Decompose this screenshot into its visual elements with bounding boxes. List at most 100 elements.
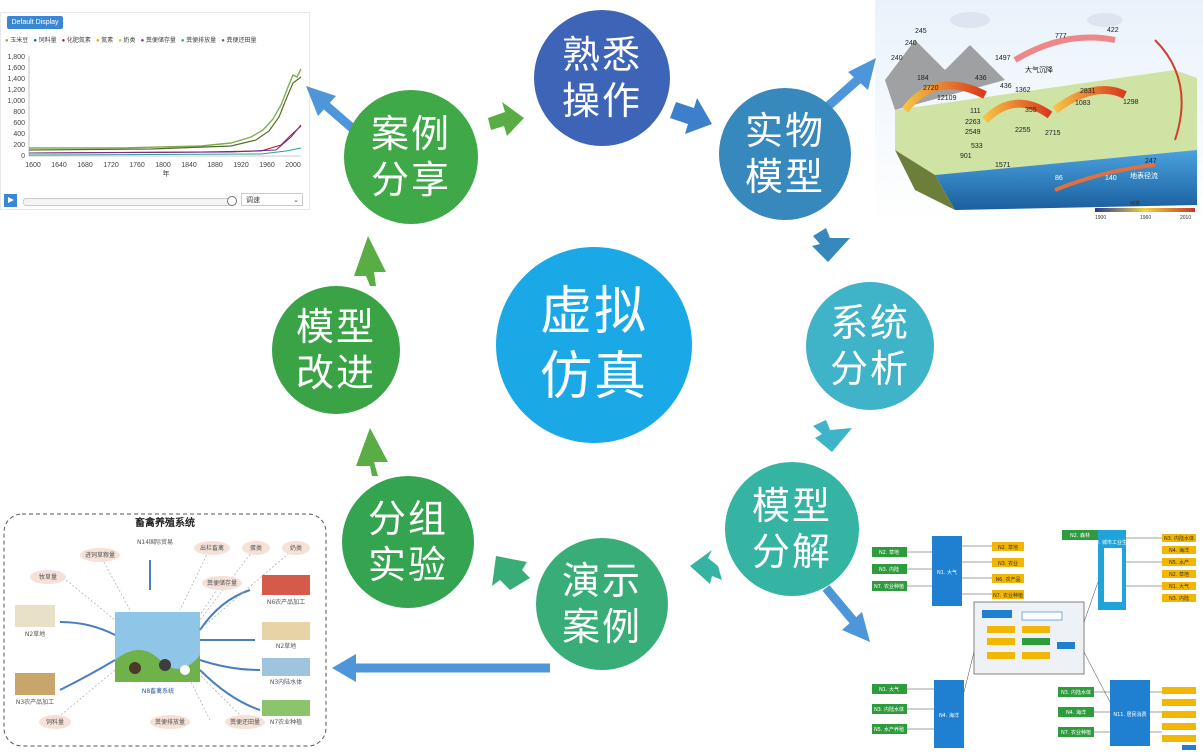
y-tick: 0 bbox=[21, 153, 25, 160]
y-tick: 1,200 bbox=[7, 87, 25, 94]
flow-thumbnail: N2. 草地 N3. 内陆 N7. 农业种植 N1. 大气 N3. 内陆水体 N… bbox=[862, 522, 1203, 750]
pointer-arrow bbox=[823, 72, 865, 112]
flow-node: N3. 内陆水体 bbox=[874, 706, 904, 713]
cycle-arrow bbox=[812, 228, 850, 262]
flux-label: 大气沉降 bbox=[1025, 65, 1053, 74]
y-tick: 1,800 bbox=[7, 54, 25, 61]
node-label: N3农产品加工 bbox=[16, 698, 54, 706]
flux-value: 436 bbox=[975, 75, 987, 82]
flux-value: 1571 bbox=[995, 162, 1011, 169]
x-tick: 2000 bbox=[285, 162, 301, 169]
flux-value: 2831 bbox=[1080, 88, 1096, 95]
step-case-share: 案例 分享 bbox=[344, 90, 478, 224]
cycle-arrow bbox=[670, 98, 712, 134]
step-label: 分组 实验 bbox=[367, 496, 448, 587]
flux-value: 240 bbox=[891, 55, 903, 62]
x-tick: 1960 bbox=[259, 162, 275, 169]
y-tick: 600 bbox=[13, 120, 25, 127]
x-tick: 1600 bbox=[25, 162, 41, 169]
pointer-arrow-head bbox=[848, 58, 876, 90]
bubble-label: 出栏畜禽 bbox=[200, 544, 224, 552]
y-tick: 800 bbox=[13, 109, 25, 116]
cycle-arrow bbox=[813, 420, 852, 452]
flux-value: 1298 bbox=[1123, 99, 1139, 106]
flux-value: 436 bbox=[1000, 83, 1012, 90]
flux-value: 2715 bbox=[1045, 130, 1061, 137]
legend-item: ● 氮素 bbox=[95, 38, 114, 44]
trade-node: N14国际贸易 bbox=[137, 538, 173, 546]
flux-arrow bbox=[1013, 34, 1116, 63]
node-label: N6农产品加工 bbox=[267, 598, 305, 606]
legend-tick: 1960 bbox=[1140, 215, 1151, 221]
flow-node: N6. 农产品 bbox=[995, 576, 1020, 583]
flow-node: N2. 草地 bbox=[998, 544, 1018, 551]
node-label: N3内陆水体 bbox=[270, 678, 302, 686]
slider-handle[interactable] bbox=[227, 196, 237, 206]
chart-legend: ● 玉米豆 ● 饲料量 ● 化肥氮素 ● 氮素 ● 奶类 ● 粪便储存量 ● 粪… bbox=[5, 35, 305, 45]
flow-node: N1. 大气 bbox=[937, 569, 957, 576]
cycle-arrow bbox=[356, 428, 388, 476]
y-tick: 1,000 bbox=[7, 98, 25, 105]
flux-arrow bbox=[1054, 163, 1156, 192]
x-tick: 1840 bbox=[181, 162, 197, 169]
y-tick: 1,400 bbox=[7, 76, 25, 83]
step-label: 案例 分享 bbox=[370, 111, 451, 202]
livestock-center-label: N8畜禽系统 bbox=[142, 687, 174, 695]
landscape-thumbnail: 245 240 240 777 422 1497 大气沉降 184 2720 4… bbox=[875, 0, 1203, 222]
step-label: 演示 案例 bbox=[561, 558, 642, 649]
legend-item: ● 化肥氮素 bbox=[61, 38, 91, 44]
flux-value: 1083 bbox=[1075, 100, 1091, 107]
series-line bbox=[29, 68, 302, 149]
flux-value: 777 bbox=[1055, 33, 1067, 40]
legend-gradient bbox=[1095, 208, 1195, 212]
step-label: 系统 分析 bbox=[829, 300, 910, 391]
legend-item: ● 饲料量 bbox=[33, 38, 57, 44]
flux-value: 140 bbox=[1105, 175, 1117, 182]
y-tick: 1,600 bbox=[7, 65, 25, 72]
legend-tick: 2010 bbox=[1180, 215, 1191, 221]
step-demo-case: 演示 案例 bbox=[536, 538, 668, 670]
flux-value: 1497 bbox=[995, 55, 1011, 62]
flow-node: N4. 海洋 bbox=[939, 712, 959, 719]
step-decompose: 模型 分解 bbox=[725, 462, 859, 596]
flux-value: 86 bbox=[1055, 175, 1063, 182]
play-button[interactable] bbox=[4, 194, 17, 207]
step-label: 熟悉 操作 bbox=[561, 32, 642, 123]
flow-node: N4. 海洋 bbox=[1066, 709, 1086, 716]
node-label: N7农业种植 bbox=[270, 718, 302, 726]
flux-value: 2255 bbox=[1015, 127, 1031, 134]
flow-node: N2. 森林 bbox=[1070, 532, 1090, 539]
default-display-button[interactable]: Default Display bbox=[7, 16, 63, 29]
bubble-label: 进饲草粮量 bbox=[85, 551, 115, 559]
series-line bbox=[28, 124, 302, 154]
timeline-slider[interactable] bbox=[23, 198, 235, 206]
series-line bbox=[28, 147, 302, 156]
nitrogen-flow-network: N2. 草地 N3. 内陆 N7. 农业种植 N1. 大气 N3. 内陆水体 N… bbox=[872, 530, 1196, 750]
bubble-label: 粪便排放量 bbox=[155, 718, 185, 726]
center-node-label: 虚拟 仿真 bbox=[539, 282, 648, 407]
step-group-experiment: 分组 实验 bbox=[342, 476, 474, 608]
step-physical-model: 实物 模型 bbox=[719, 88, 851, 220]
x-tick: 1760 bbox=[129, 162, 145, 169]
bubble-label: 粪便还田量 bbox=[230, 718, 260, 726]
pointer-arrow bbox=[822, 585, 860, 627]
x-tick: 1680 bbox=[77, 162, 93, 169]
flow-node: N3. 内陆 bbox=[879, 566, 899, 573]
step-model-improve: 模型 改进 bbox=[272, 286, 400, 414]
flux-value: 247 bbox=[1145, 158, 1157, 165]
flow-node: N1. 大气 bbox=[879, 686, 899, 693]
speed-select[interactable]: 调速 ⌄ bbox=[241, 193, 303, 206]
pointer-arrow bbox=[319, 98, 355, 132]
flow-node: N3. 农业 bbox=[998, 560, 1018, 567]
bubble-label: 蛋类 bbox=[250, 544, 262, 552]
x-tick: 1720 bbox=[103, 162, 119, 169]
flux-value: 533 bbox=[971, 143, 983, 150]
livestock-system-diagram: 畜禽养殖系统 N14国际贸易 N8畜禽系统 牧草量 进饲草粮量 出栏畜禽 蛋类 … bbox=[3, 513, 327, 747]
flow-node: N1. 大气 bbox=[1169, 583, 1189, 590]
x-tick: 1920 bbox=[233, 162, 249, 169]
flow-node: N7. 农业种植 bbox=[993, 592, 1023, 599]
flow-node: N3. 内陆水体 bbox=[1164, 535, 1194, 542]
flux-value: 1362 bbox=[1015, 87, 1031, 94]
x-tick: 1800 bbox=[155, 162, 171, 169]
flux-arrow bbox=[1052, 86, 1127, 114]
